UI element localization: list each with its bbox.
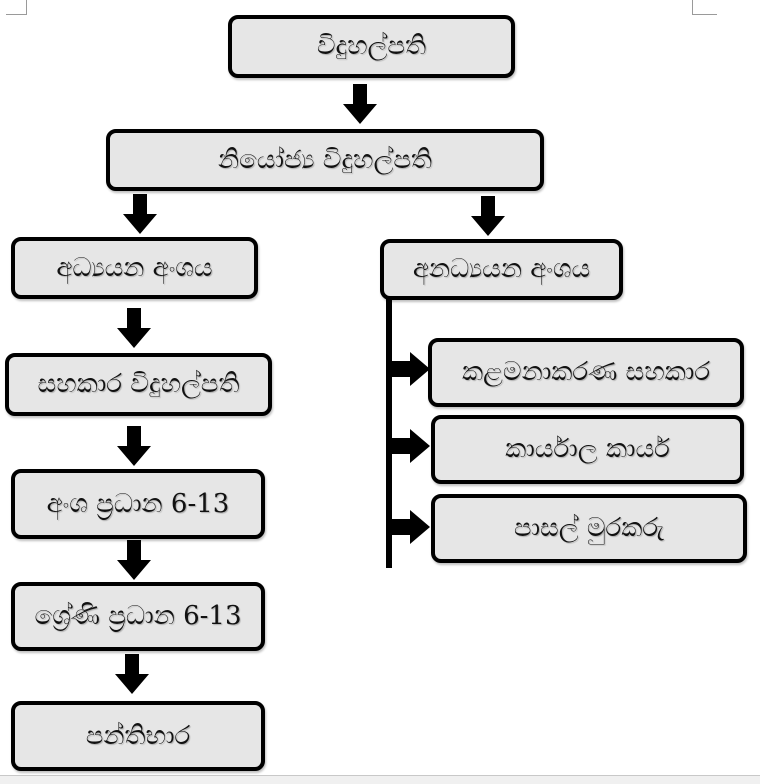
node-label: කළමනාකරණ සහකාර [461,357,711,387]
node-grade-head: ශ්‍රේණි ප්‍රධාන 6-13 [11,582,265,651]
node-label: අනධ්‍යයන අංශය [412,254,591,284]
node-label: සහකාර විදුහල්පති [37,369,240,399]
node-school-watcher: පාසල් මුරකරු [431,494,747,563]
node-label: ශ්‍රේණි ප්‍රධාන 6-13 [34,601,242,631]
node-label: අධ්‍යයන අංශය [56,252,213,283]
arrow-down-icon [115,654,149,694]
arrow-down-icon [471,196,505,236]
node-office-staff: කාර්යාල කාර්ය [431,415,744,484]
node-section-head: අංශ ප්‍රධාන 6-13 [11,469,265,539]
node-non-academic-section: අනධ්‍යයන අංශය [380,239,623,300]
arrow-right-icon [390,429,430,463]
arrow-down-icon [117,308,151,348]
node-label: පන්තිභාර [85,720,191,751]
arrow-down-icon [123,194,157,234]
node-class-teacher: පන්තිභාර [11,701,265,771]
node-label: පාසල් මුරකරු [513,513,665,543]
node-assistant-principal: සහකාර විදුහල්පති [5,353,272,416]
node-label: නියෝජ්‍ය විදුහල්පති [217,144,433,175]
arrow-down-icon [117,426,151,466]
node-deputy-principal: නියෝජ්‍ය විදුහල්පති [106,129,544,191]
node-label: අංශ ප්‍රධාන 6-13 [46,488,230,519]
arrow-right-icon [390,352,430,386]
arrow-down-icon [343,84,377,124]
page-bottom-bar [0,775,760,784]
connector-line [386,298,392,568]
node-academic-section: අධ්‍යයන අංශය [11,237,258,299]
node-label: විදුහල්පති [316,31,427,61]
arrow-down-icon [117,540,151,580]
page-corner-marker-right [692,0,717,15]
node-management-assistant: කළමනාකරණ සහකාර [428,338,744,407]
page-corner-marker-left [6,0,27,15]
node-principal: විදුහල්පති [228,15,515,78]
arrow-right-icon [390,510,430,544]
node-label: කාර්යාල කාර්ය [505,434,670,464]
